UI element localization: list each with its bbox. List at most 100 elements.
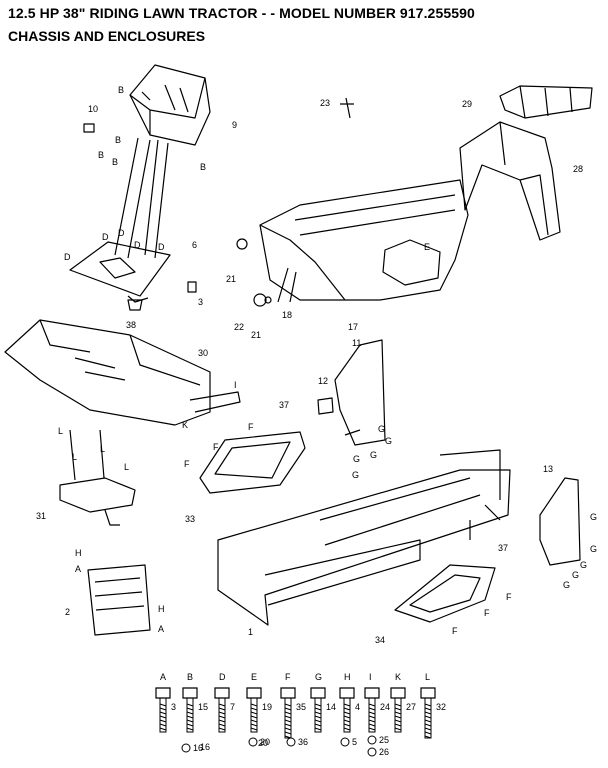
floor-plate-part-6: [69, 241, 171, 303]
hardware-part-number: 3: [171, 702, 176, 712]
bolt-shank-icon: [218, 698, 226, 733]
nut-washer-icon: [286, 737, 296, 747]
hardware-letter: G: [315, 672, 322, 682]
nut-part-number: 36: [298, 737, 308, 747]
hardware-part-number: 27: [406, 702, 416, 712]
callout-20: 20: [258, 738, 268, 748]
footrest-part-34: [394, 564, 496, 623]
bolt-head-icon: [214, 687, 230, 699]
callout-31: 31: [36, 511, 46, 521]
letter-L-4: L: [124, 462, 129, 472]
hardware-letter: B: [187, 672, 193, 682]
hardware-bolt-B: B 15: [182, 672, 208, 733]
bolt-head-icon: [280, 687, 296, 699]
letter-G-9: G: [572, 570, 579, 580]
hardware-bolt-E: E19: [246, 672, 272, 733]
letter-D-1: D: [64, 252, 71, 262]
letter-H-1: H: [75, 548, 82, 558]
hood-part-17: [259, 179, 469, 301]
callout-21b: 21: [251, 330, 261, 340]
nut-part-number: 25: [379, 735, 389, 745]
hardware-letter: I: [369, 672, 372, 682]
letter-G-4: G: [353, 454, 360, 464]
nut-washer-icon: [367, 747, 377, 757]
callout-29: 29: [462, 99, 472, 109]
letter-L-2: L: [72, 452, 77, 462]
letter-I: I: [234, 380, 237, 390]
callout-11: 11: [352, 338, 361, 348]
bolt-shank-icon: [284, 698, 292, 739]
footrest-part-33: [199, 431, 306, 494]
letter-B-1: B: [118, 85, 124, 95]
hardware-bolt-L: L32: [420, 672, 446, 739]
callout-17: 17: [348, 322, 358, 332]
callout-34: 34: [375, 635, 385, 645]
rear-shroud-part-28: [459, 121, 561, 241]
callout-18: 18: [282, 310, 292, 320]
letter-E: E: [424, 242, 430, 252]
callout-13: 13: [543, 464, 553, 474]
leader-lines-part-18: [277, 267, 297, 303]
letter-G-5: G: [352, 470, 359, 480]
callout-21a: 21: [226, 274, 236, 284]
hardware-part-number: 15: [198, 702, 208, 712]
letter-F-6: F: [452, 626, 458, 636]
callout-16: 16: [200, 742, 210, 752]
front-hood-part-30: [4, 319, 241, 426]
chassis-frame-part-1: [217, 449, 511, 626]
diagram-title: 12.5 HP 38" RIDING LAWN TRACTOR - - MODE…: [8, 5, 475, 21]
nut-part-number: 20: [260, 737, 270, 747]
bolt-shank-icon: [394, 698, 402, 733]
bolt-part-3: [187, 281, 197, 293]
bolt-head-icon: [246, 687, 262, 699]
bolt-shank-icon: [159, 698, 167, 733]
hardware-part-number: 32: [436, 702, 446, 712]
letter-F-5: F: [484, 608, 490, 618]
callout-12: 12: [318, 376, 328, 386]
side-panel-part-11: [334, 339, 386, 446]
clip-part-23: [340, 97, 354, 119]
hardware-letter: E: [251, 672, 257, 682]
hardware-letter: A: [160, 672, 166, 682]
callout-37a: 37: [279, 400, 289, 410]
letter-B-4: B: [112, 157, 118, 167]
dash-console-part-9: [129, 64, 211, 146]
steering-support: [114, 137, 169, 259]
letter-G-8: G: [580, 560, 587, 570]
hardware-bolt-G: G 14: [310, 672, 336, 733]
hardware-bolt-H: H4: [339, 672, 360, 733]
hardware-part-number: 24: [380, 702, 390, 712]
nut-part-number: 5: [352, 737, 357, 747]
nut-part-number: 16: [193, 743, 203, 753]
callout-28: 28: [573, 164, 583, 174]
screw-part-10: [83, 123, 95, 133]
callout-2: 2: [65, 607, 70, 617]
plate-part-12: [317, 397, 334, 415]
bolt-head-icon: [155, 687, 171, 699]
letter-A-2: A: [158, 624, 164, 634]
callout-10: 10: [88, 104, 98, 114]
letter-G-3: G: [370, 450, 377, 460]
hardware-part-number: 14: [326, 702, 336, 712]
letter-D-5: D: [134, 240, 141, 250]
hardware-letter: F: [285, 672, 291, 682]
hardware-part-number: 4: [355, 702, 360, 712]
diagram-subtitle: CHASSIS AND ENCLOSURES: [8, 28, 206, 44]
letter-D-2: D: [102, 232, 109, 242]
bolt-shank-icon: [314, 698, 322, 733]
letter-B-5: B: [200, 162, 206, 172]
fasteners-part-21-22: [236, 238, 272, 307]
letter-A-1: A: [75, 564, 81, 574]
callout-30: 30: [198, 348, 208, 358]
callout-22: 22: [234, 322, 244, 332]
callout-1: 1: [248, 627, 253, 637]
letter-B-2: B: [115, 135, 121, 145]
bolt-head-icon: [182, 687, 198, 699]
nut-washer-icon: [340, 737, 350, 747]
letter-F-1: F: [248, 422, 254, 432]
hardware-bolt-F: F35: [280, 672, 306, 739]
bolt-shank-icon: [368, 698, 376, 733]
hardware-letter: K: [395, 672, 401, 682]
